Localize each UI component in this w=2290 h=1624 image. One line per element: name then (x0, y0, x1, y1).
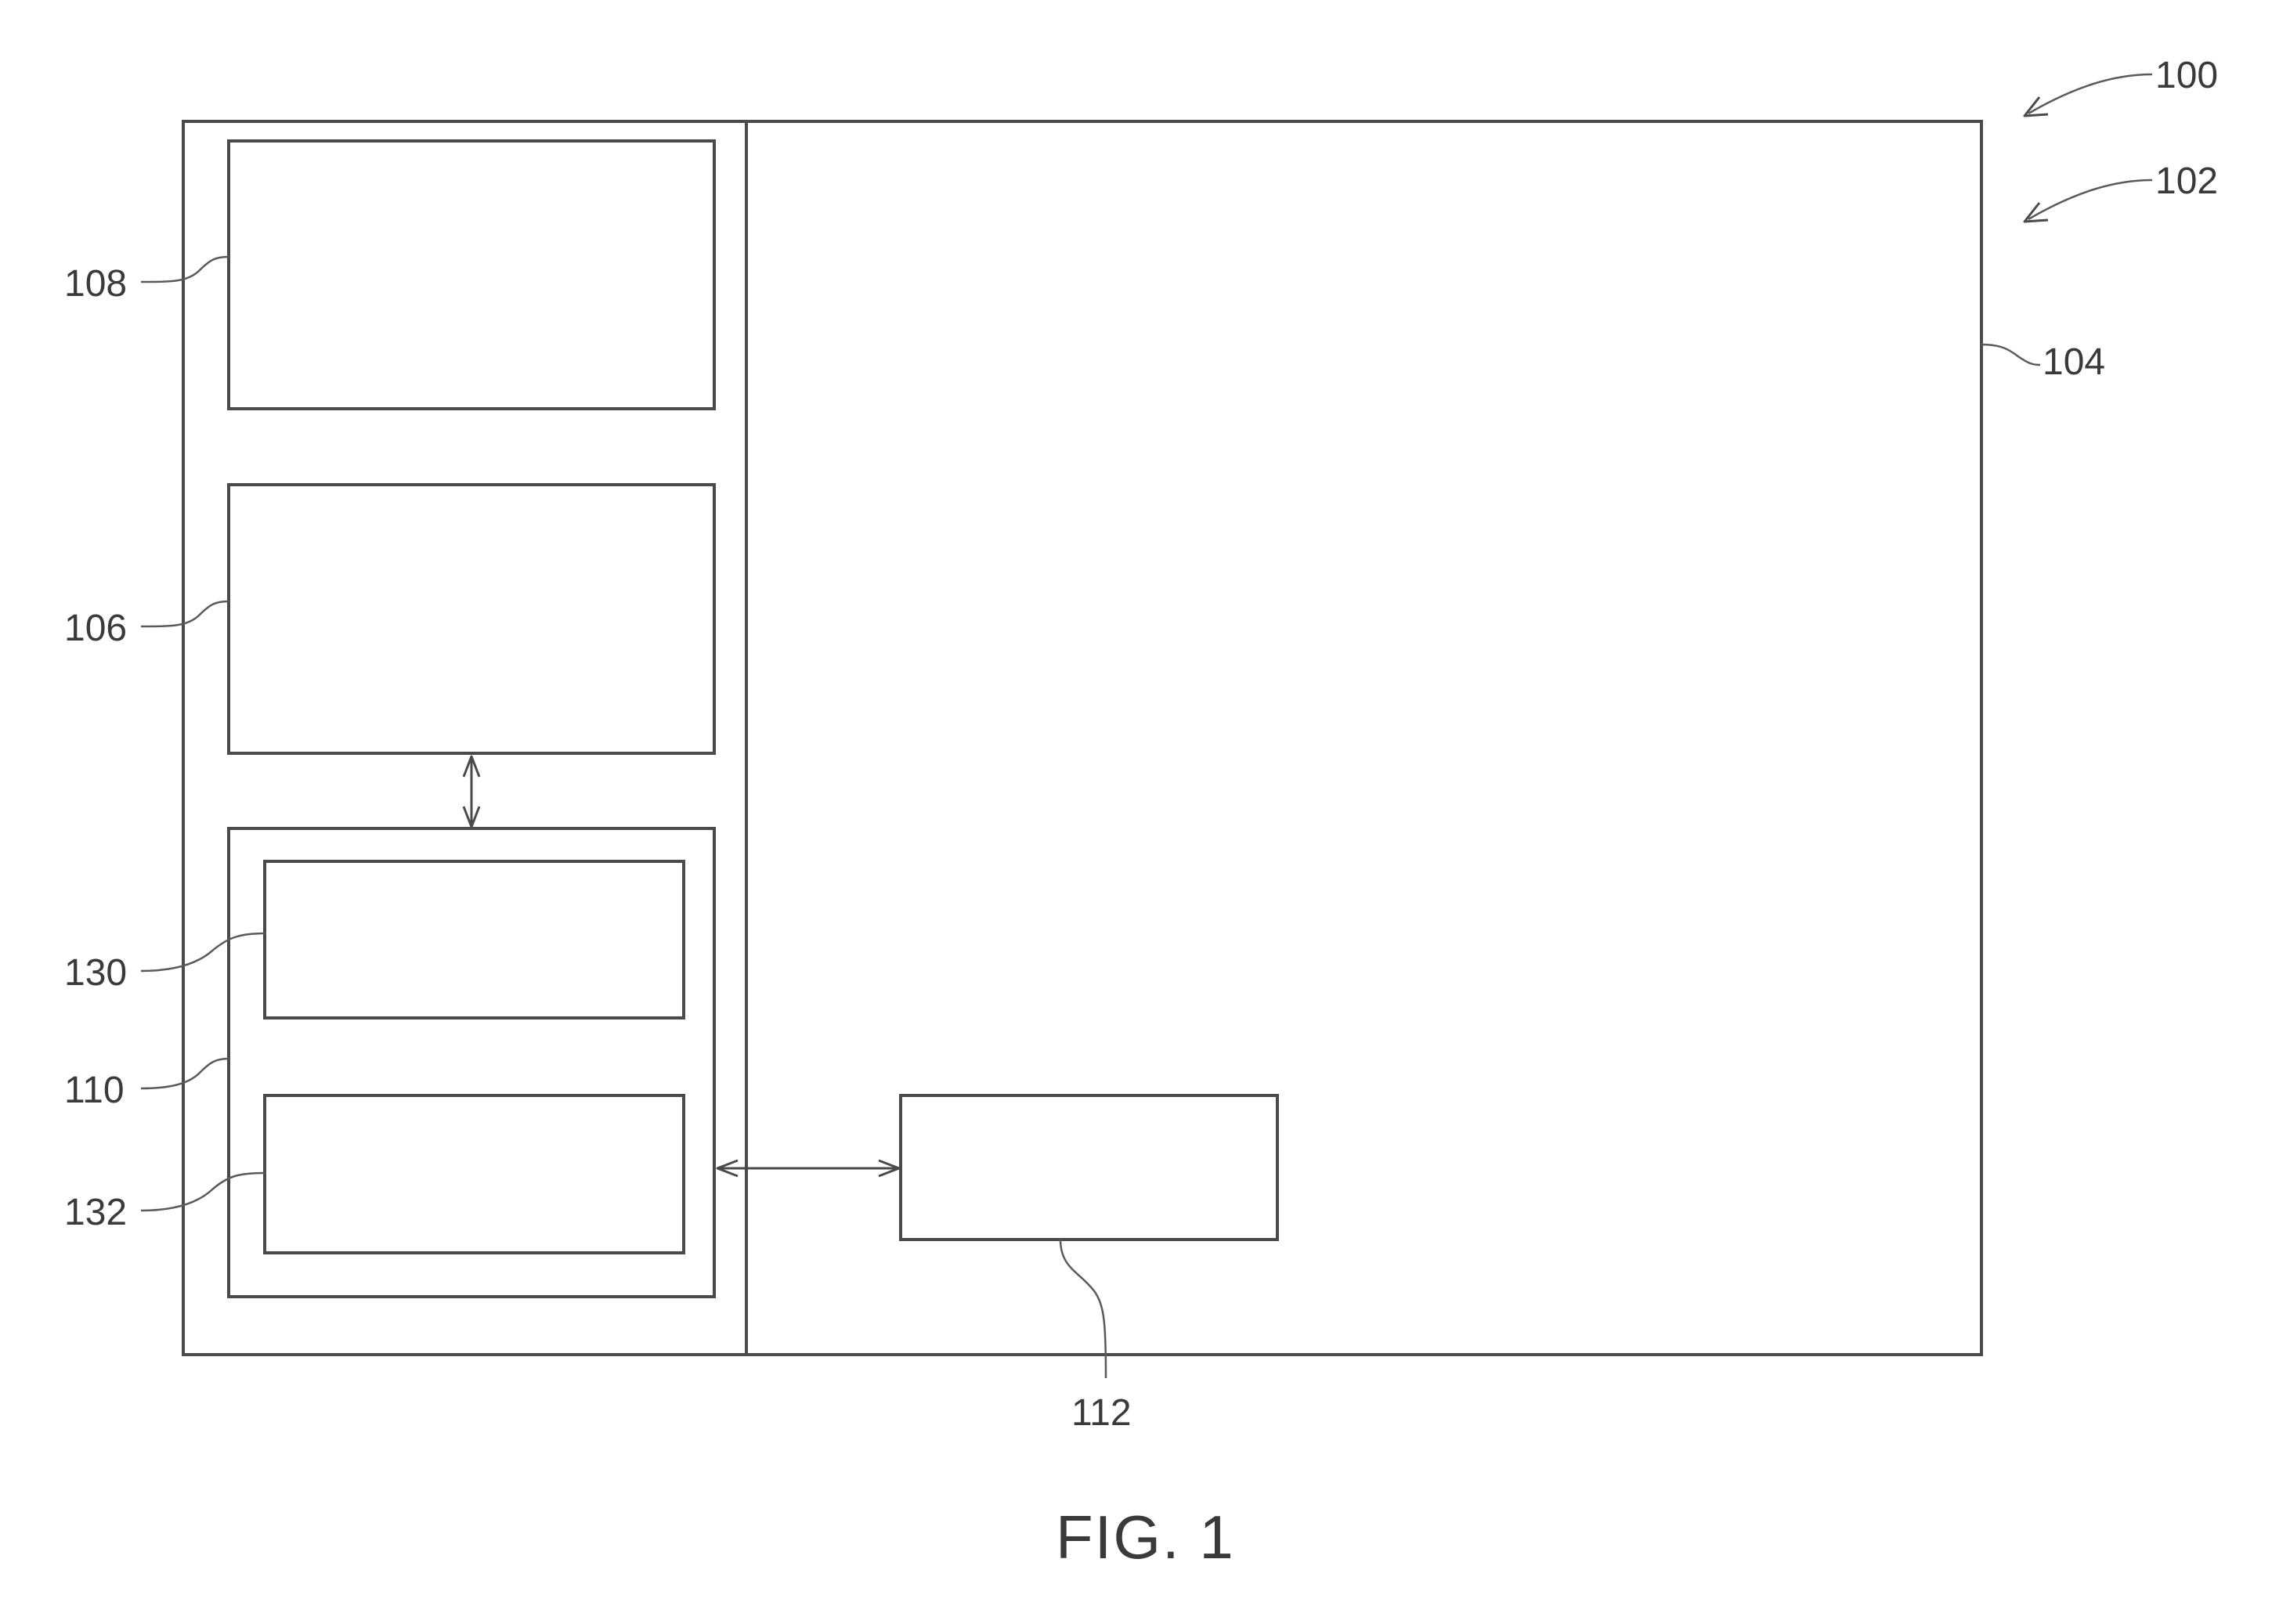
block-110 (227, 827, 716, 1298)
horizontal-double-arrow (716, 1159, 901, 1178)
leader-112 (1059, 1239, 1107, 1379)
outer-frame-104 (182, 120, 1983, 1356)
block-112 (899, 1094, 1279, 1241)
leader-132 (140, 1171, 265, 1212)
arrow-leader-100 (2023, 73, 2153, 117)
label-130: 130 (64, 952, 127, 994)
leader-104 (1981, 343, 2041, 366)
leader-130 (140, 932, 265, 973)
leader-110 (140, 1057, 229, 1090)
block-108 (227, 139, 716, 410)
leader-108 (140, 255, 229, 283)
leader-106 (140, 600, 229, 628)
arrow-leader-102 (2023, 179, 2153, 223)
label-112: 112 (1071, 1392, 1132, 1434)
label-132: 132 (64, 1192, 127, 1233)
label-106: 106 (64, 608, 127, 649)
block-130 (263, 860, 685, 1020)
label-108: 108 (64, 263, 127, 305)
label-104: 104 (2043, 341, 2105, 383)
label-102: 102 (2155, 161, 2218, 202)
block-132 (263, 1094, 685, 1254)
label-100: 100 (2155, 55, 2218, 96)
label-110: 110 (64, 1070, 125, 1111)
block-106 (227, 483, 716, 755)
figure-caption: FIG. 1 (1056, 1503, 1235, 1572)
vertical-double-arrow (462, 755, 481, 828)
